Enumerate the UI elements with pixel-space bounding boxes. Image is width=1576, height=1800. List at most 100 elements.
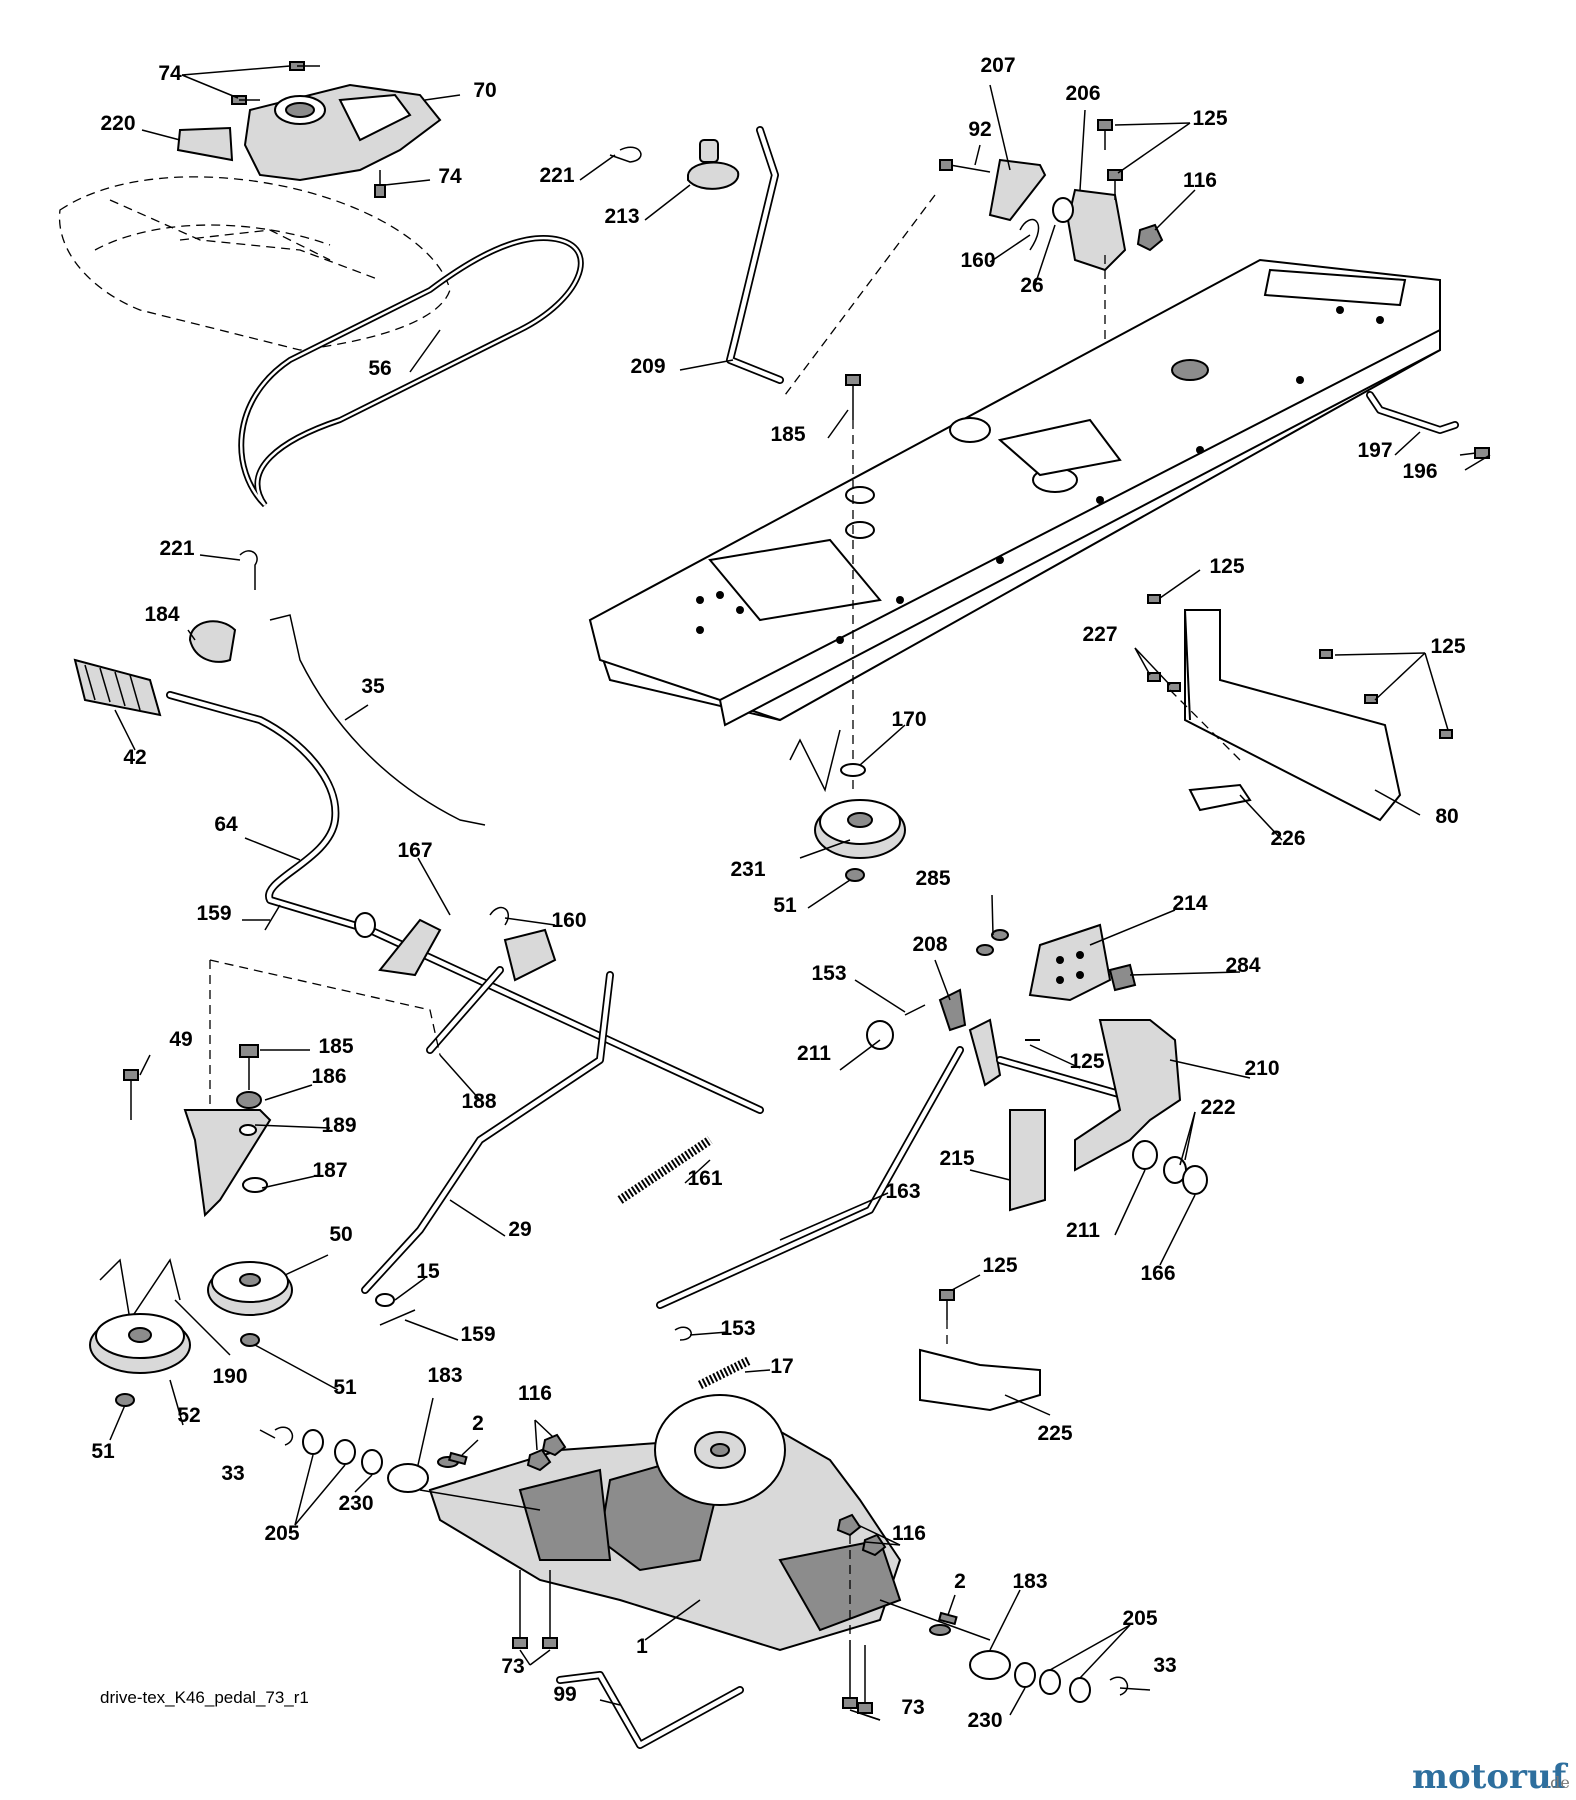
bolt-185-top xyxy=(845,374,861,790)
part-callout-42: 42 xyxy=(123,746,146,769)
part-callout-49: 49 xyxy=(169,1028,192,1051)
part-callout-70: 70 xyxy=(473,79,496,102)
part-callout-206: 206 xyxy=(1065,82,1100,105)
part-callout-15: 15 xyxy=(416,1260,440,1283)
part-callout-214: 214 xyxy=(1172,892,1207,915)
pedal-assembly xyxy=(866,923,1208,1212)
spring-17 xyxy=(697,1355,753,1390)
part-callout-190: 190 xyxy=(212,1365,247,1388)
part-callout-116: 116 xyxy=(518,1382,552,1405)
bolt-74b xyxy=(231,95,260,105)
part-callout-163: 163 xyxy=(885,1180,920,1203)
nuts-116 xyxy=(526,1433,887,1640)
knob-184 xyxy=(188,620,237,663)
part-callout-125: 125 xyxy=(982,1254,1017,1277)
part-callout-29: 29 xyxy=(508,1218,531,1241)
pin-159b xyxy=(379,1309,416,1326)
decal-220 xyxy=(176,126,234,162)
lift-lever xyxy=(687,126,784,384)
part-callout-205: 205 xyxy=(1122,1607,1157,1630)
part-callout-184: 184 xyxy=(144,603,179,626)
part-callout-183: 183 xyxy=(427,1364,462,1387)
part-callout-284: 284 xyxy=(1225,954,1260,977)
part-callout-205: 205 xyxy=(264,1522,299,1545)
leader-209-dash xyxy=(784,194,936,396)
part-callout-211: 211 xyxy=(1066,1219,1100,1242)
part-callout-116: 116 xyxy=(892,1522,926,1545)
handle-42 xyxy=(73,658,162,717)
bolt-74c xyxy=(374,170,386,198)
part-callout-220: 220 xyxy=(100,112,135,135)
callout-labels: 7470220745622121320920792206125116160261… xyxy=(91,54,1466,1732)
idler-pulley-231 xyxy=(789,729,906,882)
dash-cover xyxy=(243,83,442,182)
part-callout-166: 166 xyxy=(1140,1262,1175,1285)
part-callout-221: 221 xyxy=(539,164,574,187)
bolts-73 xyxy=(512,1570,873,1714)
part-callout-1: 1 xyxy=(636,1635,648,1658)
drawing-caption: drive-tex_K46_pedal_73_r1 xyxy=(100,1688,309,1707)
part-callout-189: 189 xyxy=(321,1114,356,1137)
bracket-197 xyxy=(1366,391,1490,459)
axle-parts-left xyxy=(274,1426,459,1493)
bracket-225 xyxy=(919,1289,1041,1412)
part-callout-185: 185 xyxy=(770,423,805,446)
bolt-74a xyxy=(289,61,320,71)
part-callout-221: 221 xyxy=(159,537,194,560)
part-callout-73: 73 xyxy=(901,1696,924,1719)
part-callout-159: 159 xyxy=(196,902,231,925)
part-callout-51: 51 xyxy=(91,1440,115,1463)
part-callout-170: 170 xyxy=(891,708,926,731)
watermark-main: motoruf xyxy=(1412,1757,1569,1797)
rod-163 xyxy=(656,1046,964,1309)
part-callout-187: 187 xyxy=(312,1159,347,1182)
washer-15 xyxy=(375,1293,395,1307)
bracket-189 xyxy=(123,1044,272,1218)
hood-outline xyxy=(58,176,451,351)
part-callout-225: 225 xyxy=(1037,1422,1072,1445)
part-callout-210: 210 xyxy=(1244,1057,1279,1080)
part-callout-51: 51 xyxy=(333,1376,357,1399)
part-callout-33: 33 xyxy=(1153,1654,1176,1677)
part-callout-207: 207 xyxy=(980,54,1015,77)
part-callout-2: 2 xyxy=(954,1570,966,1593)
part-callout-51: 51 xyxy=(773,894,797,917)
part-callout-56: 56 xyxy=(368,357,391,380)
part-callout-64: 64 xyxy=(214,813,238,836)
part-callout-33: 33 xyxy=(221,1462,244,1485)
leader-lines xyxy=(109,65,1491,1721)
watermark-suffix: .de xyxy=(1545,1773,1570,1792)
part-callout-215: 215 xyxy=(939,1147,974,1170)
part-callout-92: 92 xyxy=(968,118,991,141)
part-callout-230: 230 xyxy=(967,1709,1002,1732)
bolts-125-top xyxy=(1097,119,1164,252)
lever-assembly xyxy=(354,906,557,1054)
pivot-bracket xyxy=(939,158,1127,272)
part-callout-116: 116 xyxy=(1183,169,1217,192)
shift-rod-64 xyxy=(166,691,764,1114)
part-callout-125: 125 xyxy=(1430,635,1465,658)
part-callout-160: 160 xyxy=(551,909,586,932)
part-callout-226: 226 xyxy=(1270,827,1305,850)
part-callout-160: 160 xyxy=(960,249,995,272)
part-callout-125: 125 xyxy=(1192,107,1227,130)
pulley-50 xyxy=(207,1261,293,1347)
shield-80 xyxy=(1147,594,1453,822)
rod-99 xyxy=(556,1671,744,1749)
part-callout-99: 99 xyxy=(553,1683,576,1706)
frame xyxy=(588,258,1441,727)
part-callout-153: 153 xyxy=(811,962,846,985)
part-callout-285: 285 xyxy=(915,867,950,890)
part-callout-222: 222 xyxy=(1200,1096,1235,1119)
part-callout-230: 230 xyxy=(338,1492,373,1515)
part-callout-231: 231 xyxy=(730,858,765,881)
part-callout-153: 153 xyxy=(720,1317,755,1340)
part-callout-183: 183 xyxy=(1012,1570,1047,1593)
part-callout-167: 167 xyxy=(397,839,432,862)
part-callout-227: 227 xyxy=(1082,623,1117,646)
part-callout-159: 159 xyxy=(460,1323,495,1346)
watermark: motoruf .de xyxy=(1412,1757,1570,1797)
part-callout-211: 211 xyxy=(797,1042,831,1065)
pulley-52 xyxy=(89,1258,191,1407)
